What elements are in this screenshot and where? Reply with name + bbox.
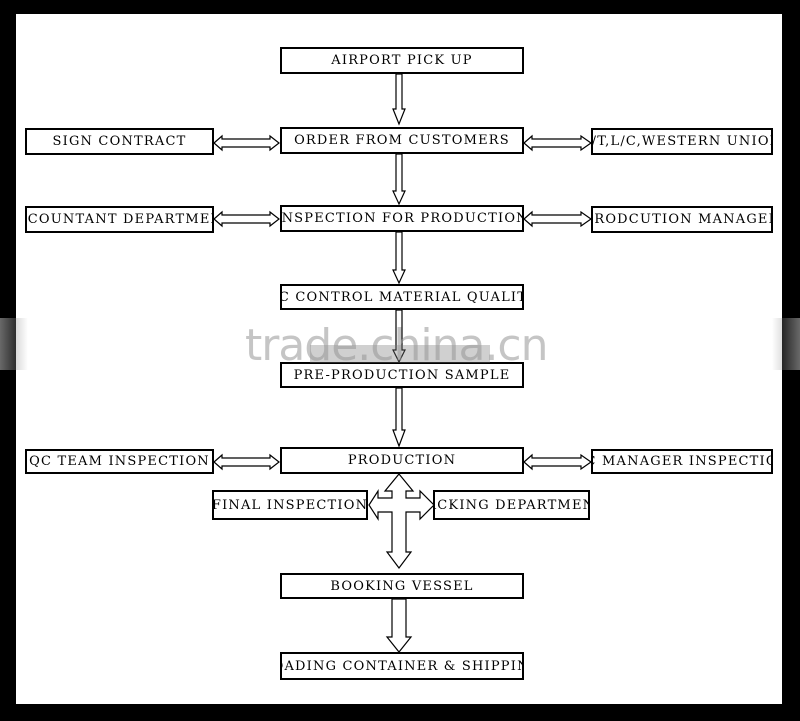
node-payment-methods: T/T,L/C,WESTERN UNION — [591, 128, 773, 155]
arrow-down-inspection-to-qc — [392, 231, 406, 285]
node-order-from-customers: ORDER FROM CUSTOMERS — [280, 127, 524, 154]
watermark-text: trade.china.cn — [245, 320, 549, 371]
double-arrow-sign-contract — [213, 134, 280, 152]
double-arrow-qc-manager — [523, 453, 593, 471]
node-airport-pickup: AIRPORT PICK UP — [280, 47, 524, 74]
arrow-down-airport-to-order — [392, 73, 406, 126]
node-loading-container: LOADING CONTAINER & SHIPPING — [280, 652, 524, 680]
double-arrow-production-manager — [523, 210, 593, 228]
node-qc-control: QC CONTROL MATERIAL QUALITY — [280, 284, 524, 310]
arrow-down-sample-to-production — [392, 387, 406, 448]
node-final-inspection: FINAL INSPECTION — [212, 490, 368, 520]
arrow-down-booking-to-loading — [385, 598, 413, 653]
node-production: PRODUCTION — [280, 447, 524, 474]
node-packing-department: PACKING DEPARTMENT — [433, 490, 590, 520]
double-arrow-payment — [523, 134, 593, 152]
node-production-manager: PRODCUTION MANAGER — [591, 206, 773, 233]
node-sign-contract: SIGN CONTRACT — [25, 128, 214, 155]
node-qc-team-inspection: QC TEAM INSPECTION — [25, 449, 214, 474]
double-arrow-accountant — [213, 210, 280, 228]
four-way-arrow — [368, 473, 435, 569]
node-inspection-for-production: INSPECTION FOR PRODUCTION — [280, 205, 524, 232]
node-qc-manager-inspection: QC MANAGER INSPECTION — [591, 449, 773, 474]
double-arrow-qc-team — [213, 453, 280, 471]
watermark-bar — [310, 345, 490, 363]
node-accountant-department: ACCOUNTANT DEPARTMENT — [25, 206, 214, 233]
node-booking-vessel: BOOKING VESSEL — [280, 573, 524, 599]
arrow-down-order-to-inspection — [392, 153, 406, 206]
